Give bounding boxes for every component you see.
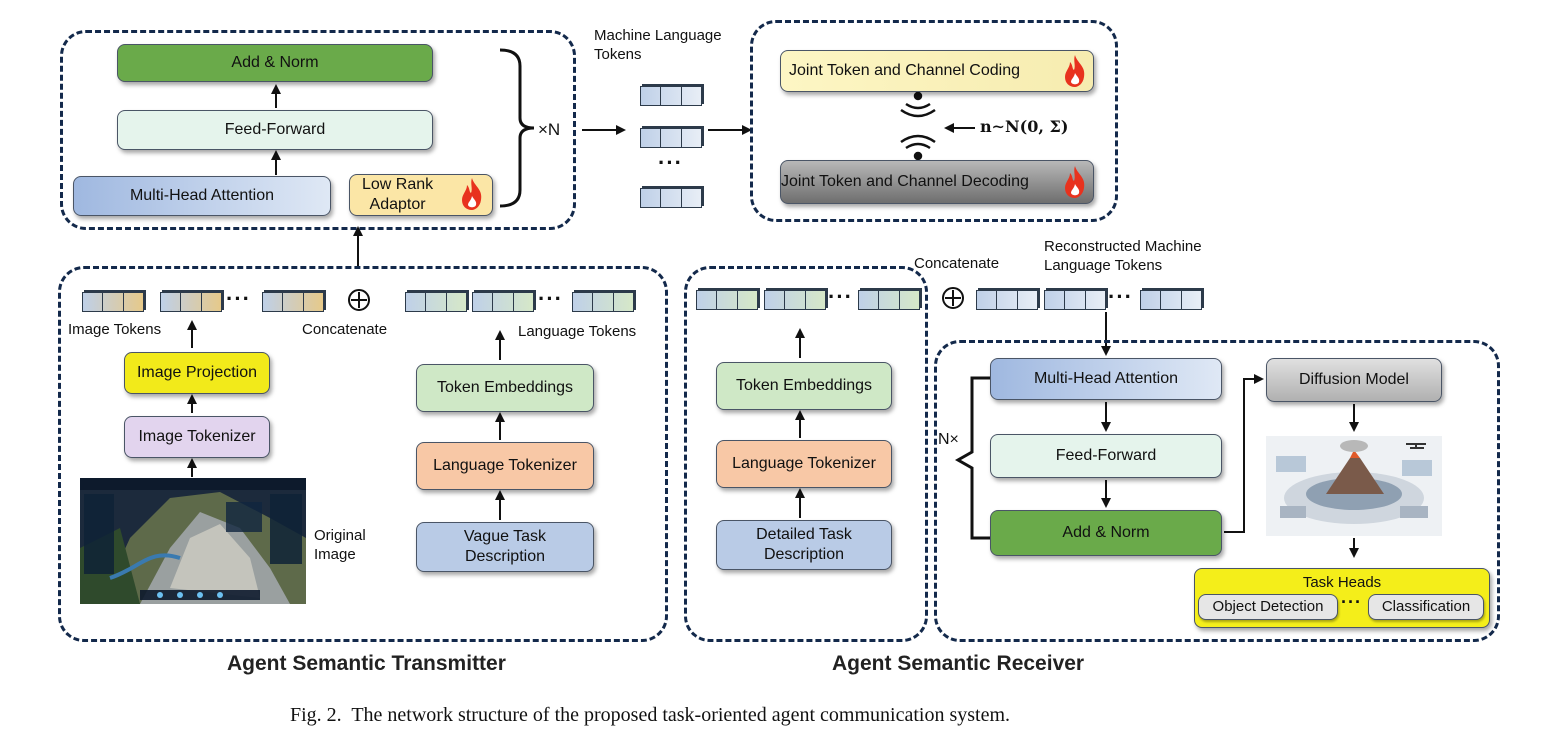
reconstructed-tokens-label: Reconstructed Machine Language Tokens — [1044, 238, 1202, 274]
transmitter-title: Agent Semantic Transmitter — [227, 652, 506, 675]
channel-decoding-box: Joint Token and Channel Decoding — [780, 160, 1094, 204]
language-tokenizer-box: Language Tokenizer — [416, 442, 594, 490]
vague-task-box: Vague Task Description — [416, 522, 594, 572]
detailed-task-box: Detailed Task Description — [716, 520, 892, 570]
fire-icon — [462, 178, 482, 210]
image-tokenizer-box: Image Tokenizer — [124, 416, 270, 458]
language-token — [858, 290, 920, 310]
ellipsis: ··· — [226, 286, 251, 311]
rx-add-norm-box: Add & Norm — [990, 510, 1222, 556]
noise-label: n∼N(0, Σ) — [980, 117, 1069, 136]
brace-decoder — [954, 376, 990, 540]
receiver-title: Agent Semantic Receiver — [832, 652, 1085, 675]
machine-tokens-label: Machine Language Tokens — [594, 27, 722, 63]
rx-concatenate-label: Concatenate — [914, 255, 1000, 272]
channel-panel — [750, 20, 1118, 222]
language-token — [696, 290, 758, 310]
image-token — [82, 292, 144, 312]
ellipsis: ··· — [1108, 284, 1133, 309]
concatenate-icon — [348, 289, 370, 311]
task-heads-title: Task Heads — [1302, 574, 1382, 591]
brace-encoder — [499, 48, 535, 208]
machine-token — [640, 86, 702, 106]
transmitter-panel — [58, 266, 668, 642]
image-token — [160, 292, 222, 312]
ellipsis: ··· — [1341, 592, 1362, 612]
fire-icon — [1065, 55, 1085, 87]
multi-head-attention-box: Multi-Head Attention — [73, 176, 331, 216]
rx-language-tokenizer-box: Language Tokenizer — [716, 440, 892, 488]
machine-token — [640, 128, 702, 148]
original-image-label: Original Image — [314, 527, 366, 563]
reconstructed-token — [1044, 290, 1106, 310]
language-token — [764, 290, 826, 310]
figure-caption: Fig. 2. The network structure of the pro… — [290, 704, 1011, 726]
fire-icon — [1065, 166, 1085, 198]
reconstructed-token — [1140, 290, 1202, 310]
wireless-tx-icon — [900, 91, 936, 118]
token-embeddings-box: Token Embeddings — [416, 364, 594, 412]
machine-token — [640, 188, 702, 208]
ellipsis: ··· — [828, 284, 853, 309]
decoder-repeat-label: N× — [938, 431, 959, 448]
language-token — [472, 292, 534, 312]
receiver-right-panel — [934, 340, 1500, 642]
add-norm-box: Add & Norm — [117, 44, 433, 82]
feed-forward-box: Feed-Forward — [117, 110, 433, 150]
wireless-rx-icon — [900, 134, 936, 161]
image-tokens-label: Image Tokens — [68, 321, 162, 338]
reconstructed-token — [976, 290, 1038, 310]
rx-token-embeddings-box: Token Embeddings — [716, 362, 892, 410]
diffusion-model-box: Diffusion Model — [1266, 358, 1442, 402]
ellipsis: ··· — [538, 286, 563, 311]
rx-multi-head-attention-box: Multi-Head Attention — [990, 358, 1222, 400]
channel-coding-box: Joint Token and Channel Coding — [780, 50, 1094, 92]
encoder-block-panel — [60, 30, 576, 230]
language-token — [572, 292, 634, 312]
generated-image — [1266, 436, 1442, 536]
concatenate-label: Concatenate — [302, 321, 388, 338]
arrow-addnorm-to-diffusion — [1224, 374, 1264, 533]
image-projection-box: Image Projection — [124, 352, 270, 394]
image-token — [262, 292, 324, 312]
receiver-left-panel — [684, 266, 928, 642]
language-tokens-label: Language Tokens — [518, 323, 637, 340]
rx-feed-forward-box: Feed-Forward — [990, 434, 1222, 478]
classification-box: Classification — [1368, 594, 1484, 620]
original-image — [80, 478, 306, 604]
object-detection-box: Object Detection — [1198, 594, 1338, 620]
ellipsis: ··· — [658, 150, 683, 175]
encoder-repeat-label: ×N — [538, 120, 561, 139]
language-token — [405, 292, 467, 312]
concatenate-icon — [942, 287, 964, 309]
